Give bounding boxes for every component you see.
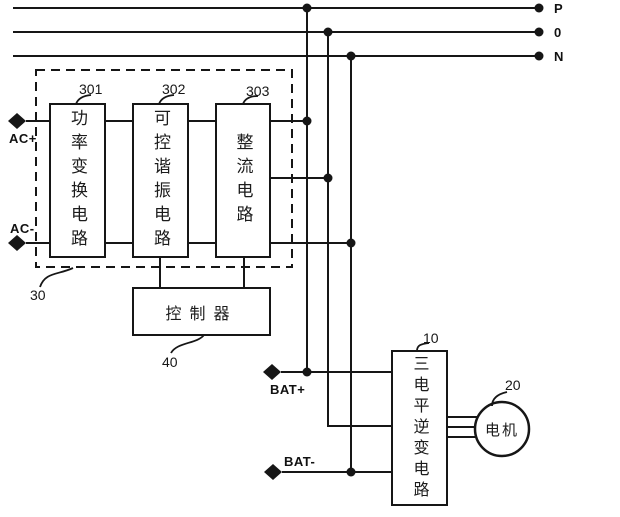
bus-line-n (13, 51, 544, 61)
ac-plus-label: AC+ (9, 131, 37, 146)
motor-label: 电机 (484, 420, 519, 439)
leader-20 (491, 391, 508, 407)
o-drop-wire (323, 27, 392, 427)
ref-301: 301 (79, 81, 103, 97)
leader-10 (416, 342, 430, 352)
motor-circle (473, 400, 531, 458)
inverter-label: 三电平逆变电路 (410, 354, 430, 502)
leader-302 (158, 94, 175, 105)
group-30-dashed-box (35, 69, 293, 268)
ref-40: 40 (162, 354, 178, 370)
block-301-box (49, 103, 106, 258)
bus-label-n: N (554, 49, 564, 64)
ac-minus-terminal-diamond (8, 235, 26, 251)
bus-line-p (13, 3, 544, 13)
p-drop-wire (302, 3, 312, 377)
bat-minus-label: BAT- (284, 454, 316, 469)
leader-40 (170, 334, 205, 354)
bus-o-end-dot (534, 27, 544, 37)
bus-label-o: 0 (554, 25, 562, 40)
bat-plus-label: BAT+ (270, 382, 306, 397)
reference-leader-lines (39, 94, 508, 407)
controller-box (132, 287, 271, 336)
leader-30 (39, 267, 74, 288)
leader-301 (75, 94, 92, 105)
bus-label-p: P (554, 1, 564, 16)
bus-p-end-dot (534, 3, 544, 13)
ac-minus-label: AC- (10, 221, 35, 236)
bus-line-o (13, 27, 544, 37)
controller-lead-wires (159, 257, 245, 288)
bus-n-end-dot (534, 51, 544, 61)
ref-10: 10 (423, 330, 439, 346)
block-301-label: 功率变换电路 (67, 108, 87, 253)
n-drop-wire (346, 51, 356, 477)
controller-label: 控制器 (165, 303, 238, 323)
block-303-label: 整流电路 (232, 132, 253, 229)
ref-30: 30 (30, 287, 46, 303)
ref-302: 302 (162, 81, 186, 97)
bat-minus-terminal-diamond (264, 464, 282, 480)
leader-303 (242, 95, 259, 105)
ac-plus-terminal-diamond (8, 113, 26, 129)
block-302-label: 可控谐振电路 (150, 108, 170, 253)
ref-20: 20 (505, 377, 521, 393)
bat-plus-terminal-diamond (263, 364, 281, 380)
ref-303: 303 (246, 83, 270, 99)
three-phase-wires (447, 416, 477, 438)
